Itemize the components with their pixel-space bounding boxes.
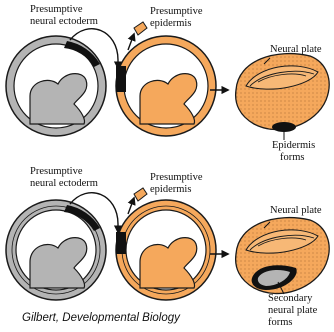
top-removed-graft: [134, 22, 147, 35]
top-donor-embryo: [6, 36, 106, 136]
top-epidermis-label-line2: epidermis: [150, 18, 203, 30]
bottom-result-label-line2: neural plate: [268, 305, 317, 317]
bottom-result-embryo: [236, 218, 330, 294]
top-ectoderm-label-line1: Presumptive: [30, 4, 98, 16]
top-result-embryo: [236, 54, 330, 132]
bottom-result-label: Secondary neural plate forms: [268, 293, 317, 329]
top-result-label-line1: Epidermis: [272, 140, 315, 152]
bottom-epidermis-label-line1: Presumptive: [150, 172, 203, 184]
bottom-neural-plate-label: Neural plate: [270, 205, 322, 217]
bottom-host-embryo: [116, 200, 216, 300]
bottom-result-label-line3: forms: [268, 317, 317, 329]
bottom-result-label-line1: Secondary: [268, 293, 317, 305]
top-epidermis-label-line1: Presumptive: [150, 6, 203, 18]
top-epidermis-label: Presumptive epidermis: [150, 6, 203, 30]
bottom-epidermis-label-line2: epidermis: [150, 184, 203, 196]
bottom-epidermis-label: Presumptive epidermis: [150, 172, 203, 196]
bottom-ectoderm-label-line1: Presumptive: [30, 166, 98, 178]
bottom-ectoderm-label-line2: neural ectoderm: [30, 178, 98, 190]
top-ectoderm-label: Presumptive neural ectoderm: [30, 4, 98, 28]
bottom-removed-graft: [134, 188, 147, 201]
top-host-graft-inserted: [116, 66, 126, 92]
source-credit: Gilbert, Developmental Biology: [22, 312, 180, 324]
top-host-embryo: [116, 36, 216, 136]
bottom-host-graft-inserted: [116, 232, 126, 254]
top-result-label: Epidermis forms: [272, 140, 315, 164]
bottom-donor-embryo: [6, 200, 106, 300]
top-result-label-line2: forms: [272, 152, 315, 164]
top-ectoderm-label-line2: neural ectoderm: [30, 16, 98, 28]
top-neural-plate-label: Neural plate: [270, 44, 322, 56]
bottom-ectoderm-label: Presumptive neural ectoderm: [30, 166, 98, 190]
